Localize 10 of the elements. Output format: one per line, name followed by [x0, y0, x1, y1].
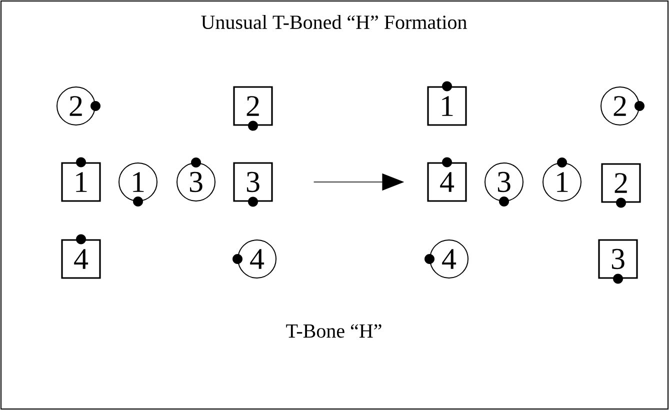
dancer-square: 3 — [233, 162, 273, 207]
dancer-square: 1 — [427, 81, 467, 126]
dancer-square: 1 — [61, 157, 101, 202]
dancer-square: 4 — [427, 157, 467, 202]
caption: T-Bone “H” — [286, 324, 382, 338]
title: Unusual T-Boned “H” Formation — [201, 14, 467, 30]
dancer-square: 2 — [233, 86, 273, 131]
dancer-square: 2 — [601, 163, 641, 208]
dancer-square: 4 — [61, 234, 101, 279]
dancer-square: 3 — [598, 239, 638, 284]
